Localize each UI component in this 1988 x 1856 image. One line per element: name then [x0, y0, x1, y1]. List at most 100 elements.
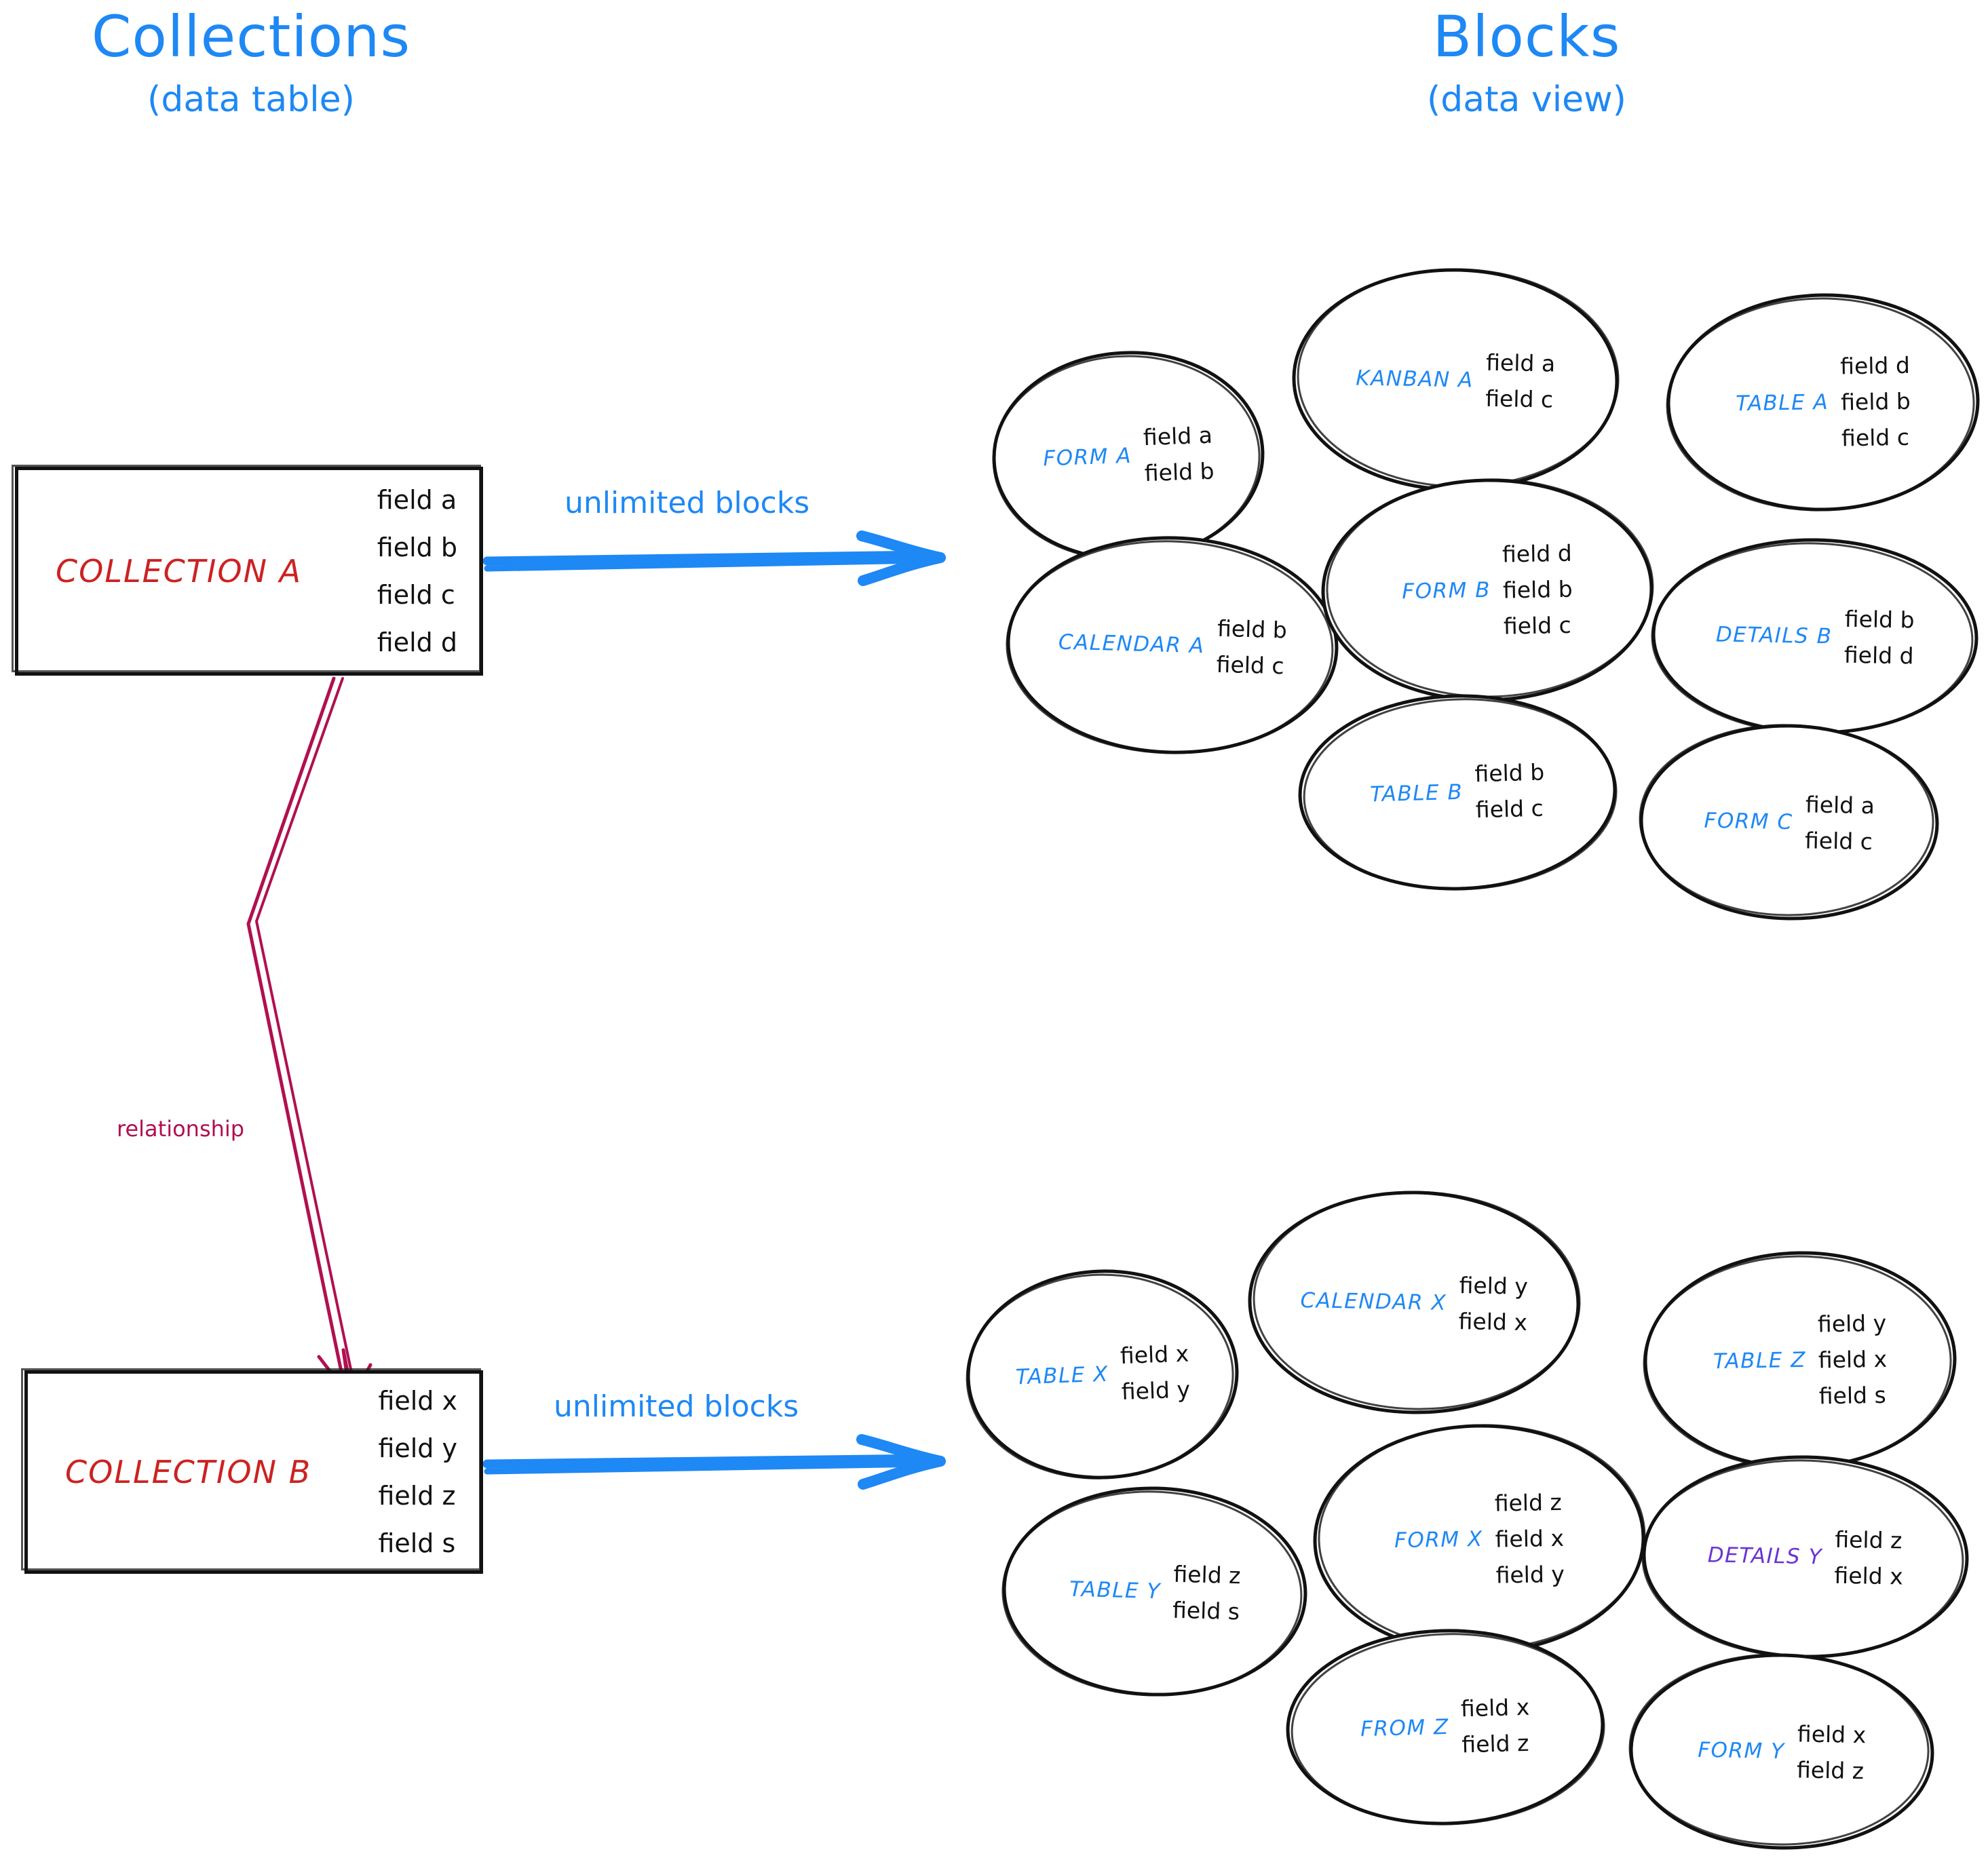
block-kanban-a[interactable]: KANBAN A field a field c	[1287, 262, 1624, 498]
block-field: field c	[1485, 385, 1554, 413]
block-field: field a	[1485, 349, 1556, 377]
block-field: field c	[1503, 611, 1572, 640]
block-details-b[interactable]: DETAILS B field b field d	[1647, 532, 1983, 741]
block-calendar-x[interactable]: CALENDAR X field y field x	[1242, 1184, 1586, 1421]
block-from-z[interactable]: FROM Z field x field z	[1280, 1621, 1611, 1833]
collection-b-field: field s	[378, 1528, 456, 1558]
block-name: FORM A	[1042, 443, 1132, 471]
block-field: field z	[1173, 1560, 1242, 1589]
block-field: field x	[1818, 1345, 1888, 1374]
block-field-list: field b field d	[1844, 606, 1915, 670]
block-name: FROM Z	[1360, 1714, 1450, 1742]
block-field: field b	[1502, 575, 1573, 604]
ellipse-outline	[966, 1269, 1239, 1480]
block-form-a[interactable]: FORM A field a field b	[986, 343, 1272, 569]
heading-collections-title: Collections	[91, 3, 411, 70]
ellipse-outline	[1001, 1486, 1307, 1697]
block-field-list: field a field c	[1485, 349, 1556, 413]
block-name: TABLE X	[1015, 1361, 1109, 1390]
block-field: field z	[1461, 1729, 1529, 1758]
collection-a-box[interactable]: COLLECTION A field a field b field c fie…	[12, 465, 483, 676]
collection-a-field: field b	[377, 533, 457, 562]
block-field: field x	[1797, 1720, 1867, 1749]
ellipse-outline	[1248, 1191, 1581, 1414]
block-field-list: field x field y	[1120, 1340, 1190, 1405]
block-field: field x	[1495, 1524, 1565, 1553]
ellipse-outline	[1006, 536, 1339, 754]
collection-b-field: field z	[378, 1481, 456, 1511]
block-field-list: field y field x	[1458, 1272, 1528, 1336]
arrow-label-unlimited-blocks-bottom: unlimited blocks	[554, 1389, 799, 1424]
heading-collections-subtitle: (data table)	[147, 79, 355, 121]
block-field: field d	[1839, 351, 1911, 380]
block-form-c[interactable]: FORM C field a field c	[1635, 718, 1943, 927]
block-field: field y	[1817, 1309, 1887, 1338]
collection-a-field-list: field a field b field c field d	[377, 485, 457, 657]
block-field-list: field z field x	[1834, 1526, 1904, 1590]
ellipse-outline	[1666, 293, 1980, 511]
block-field: field b	[1144, 457, 1215, 487]
collection-b-box[interactable]: COLLECTION B field x field y field z fie…	[21, 1368, 483, 1574]
block-field: field b	[1217, 615, 1288, 644]
block-field: field s	[1172, 1596, 1240, 1625]
block-name: CALENDAR A	[1058, 630, 1205, 659]
collection-b-field-list: field x field y field z field s	[378, 1386, 457, 1558]
ellipse-outline	[1298, 694, 1618, 891]
block-field-list: field y field x field s	[1818, 1309, 1888, 1409]
block-field-list: field z field s	[1172, 1561, 1241, 1625]
block-field: field z	[1494, 1488, 1563, 1517]
block-field-list: field x field z	[1797, 1720, 1867, 1784]
collection-a-field: field c	[377, 580, 455, 610]
block-name: CALENDAR X	[1300, 1288, 1447, 1315]
block-form-b[interactable]: FORM B field d field b field c	[1316, 472, 1659, 709]
block-field: field b	[1844, 605, 1915, 634]
block-field: field b	[1840, 387, 1911, 416]
block-table-x[interactable]: TABLE X field x field y	[960, 1261, 1246, 1488]
block-field-list: field d field b field c	[1502, 539, 1573, 639]
block-field: field y	[1495, 1560, 1565, 1589]
block-field: field d	[1502, 539, 1573, 568]
heading-blocks-subtitle: (data view)	[1427, 79, 1626, 121]
block-name: DETAILS Y	[1707, 1543, 1823, 1570]
block-field: field c	[1216, 651, 1285, 680]
arrow-label-unlimited-blocks-top: unlimited blocks	[565, 486, 810, 520]
block-name: DETAILS B	[1715, 622, 1833, 649]
ellipse-outline	[992, 351, 1265, 561]
block-table-z[interactable]: TABLE Z field y field x field s	[1639, 1245, 1962, 1475]
arrow-unlimited-blocks-bottom	[482, 1434, 946, 1490]
connector-relationship	[246, 676, 372, 1401]
collection-b-outline	[24, 1370, 483, 1574]
block-table-y[interactable]: TABLE Y field z field s	[996, 1479, 1314, 1704]
block-name: FORM B	[1402, 577, 1491, 604]
block-table-a[interactable]: TABLE A field d field b field c	[1662, 288, 1985, 517]
block-name: FORM Y	[1697, 1737, 1785, 1764]
block-field: field x	[1120, 1340, 1189, 1370]
collection-a-title: COLLECTION A	[56, 553, 303, 589]
ellipse-outline	[1641, 1455, 1969, 1659]
block-field: field c	[1804, 827, 1873, 855]
block-name: TABLE Y	[1069, 1577, 1162, 1604]
block-calendar-a[interactable]: CALENDAR A field b field c	[1000, 529, 1345, 762]
block-field: field x	[1460, 1693, 1530, 1722]
block-field: field x	[1834, 1562, 1904, 1590]
block-details-y[interactable]: DETAILS Y field z field x	[1637, 1449, 1973, 1665]
block-table-b[interactable]: TABLE B field b field c	[1292, 687, 1623, 898]
block-form-y[interactable]: FORM Y field x field z	[1624, 1647, 1939, 1856]
block-name: TABLE A	[1735, 389, 1829, 417]
block-name: TABLE Z	[1713, 1347, 1807, 1374]
block-field: field x	[1458, 1308, 1528, 1336]
block-field-list: field a field c	[1805, 791, 1875, 855]
block-field-list: field b field c	[1474, 759, 1546, 824]
block-field-list: field d field b field c	[1840, 351, 1911, 451]
block-field: field d	[1843, 641, 1914, 670]
relationship-label: relationship	[117, 1116, 245, 1142]
block-name: KANBAN A	[1356, 366, 1474, 393]
collection-a-outline	[15, 467, 483, 676]
block-field: field y	[1459, 1272, 1529, 1300]
block-field: field a	[1805, 791, 1875, 819]
ellipse-outline	[1639, 724, 1939, 921]
block-field: field a	[1143, 421, 1213, 451]
block-name: FORM X	[1394, 1526, 1484, 1553]
collection-b-field: field x	[378, 1386, 457, 1416]
